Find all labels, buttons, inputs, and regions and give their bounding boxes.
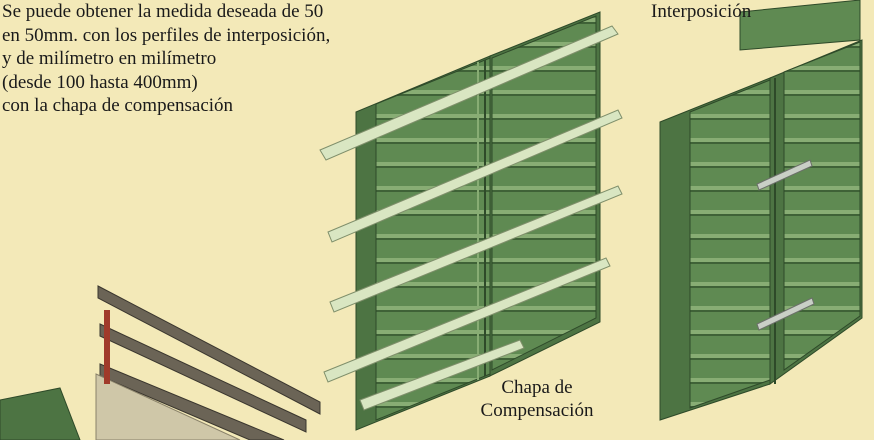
right-formwork-panel [659,0,863,421]
compensation-plates [0,285,321,440]
center-rails [319,25,623,411]
description-line: (desde 100 hasta 400mm) [2,71,198,93]
chapa-compensacion-label: Chapa de Compensación [462,376,612,422]
center-formwork-panel [355,11,601,431]
chapa-label-line1: Chapa de [501,377,573,398]
description-text: Se puede obtener la medida deseada de 50… [2,0,330,118]
description-line: con la chapa de compensación [2,95,234,116]
description-line: y de milímetro en milímetro [2,48,217,69]
interposicion-label: Interposición [651,1,752,22]
description-line: Se puede obtener la medida deseada de 50 [2,1,324,22]
description-line: en 50mm. con los perfiles de interposici… [2,24,331,46]
chapa-label-line2: Compensación [480,400,594,421]
